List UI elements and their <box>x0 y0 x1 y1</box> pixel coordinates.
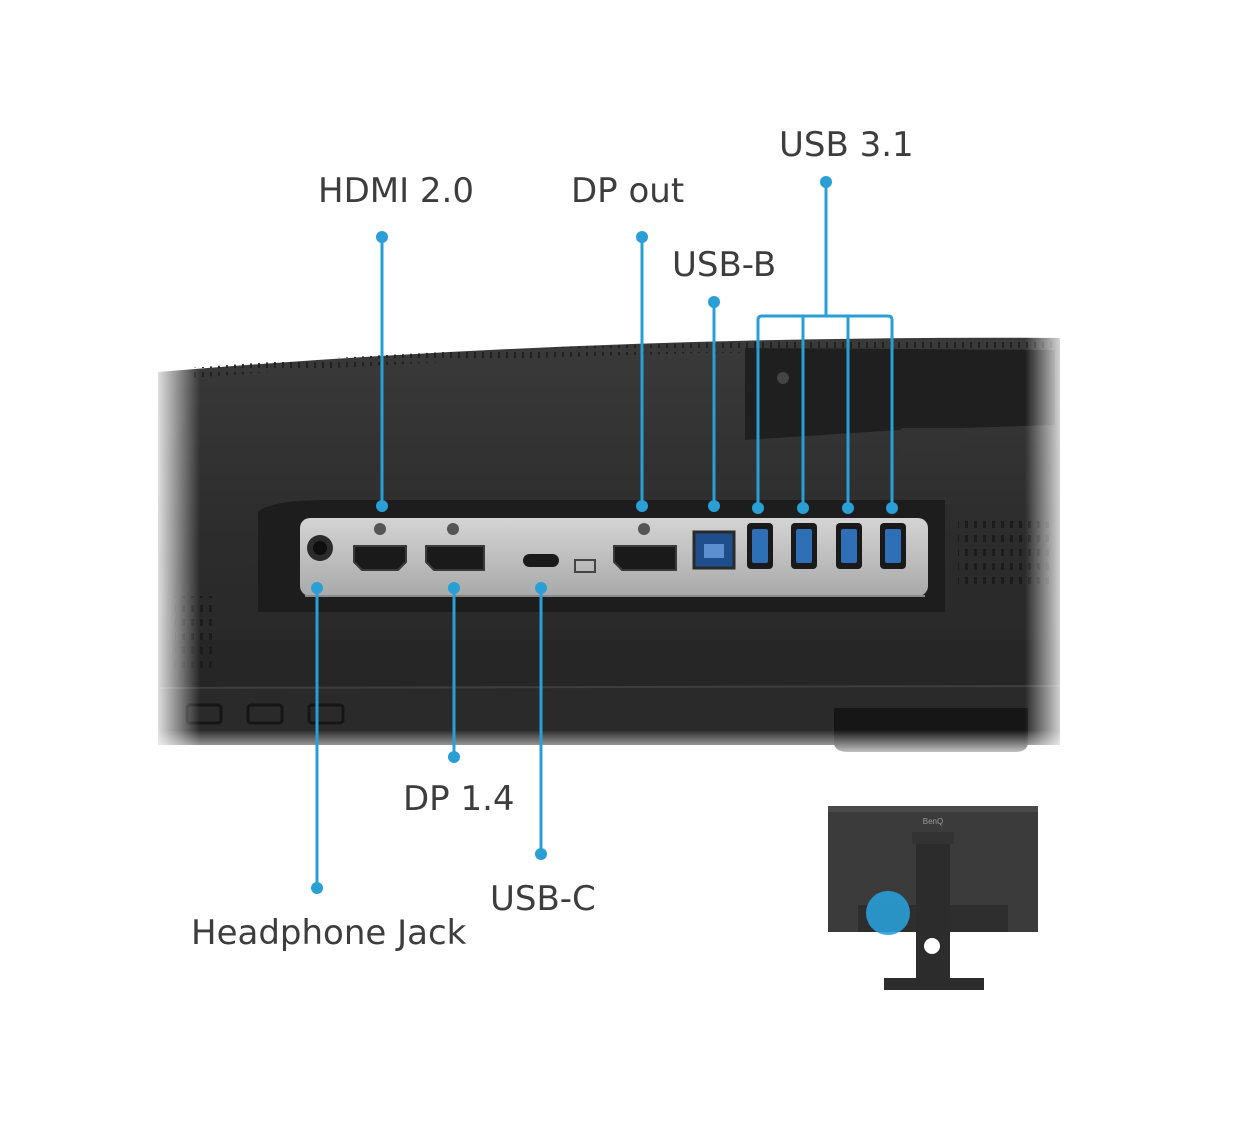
port-headphone-jack <box>307 535 333 561</box>
callout-dot <box>708 296 720 308</box>
callout-dot <box>311 582 323 594</box>
label-usb-c: USB-C <box>490 879 596 919</box>
callout-dot <box>708 500 720 512</box>
port-usb-31-3 <box>836 523 862 569</box>
callout-bracket-usb-31 <box>756 314 894 508</box>
callout-dot <box>448 751 460 763</box>
callout-dot <box>535 582 547 594</box>
callout-dot <box>636 500 648 512</box>
port-dp-14 <box>425 523 485 571</box>
callout-dot <box>820 176 832 188</box>
kensington-notch <box>574 559 596 573</box>
callout-dot <box>886 502 898 514</box>
port-location-highlight <box>866 891 910 935</box>
label-hdmi: HDMI 2.0 <box>318 171 474 211</box>
port-dp-out <box>613 523 677 571</box>
port-usb-31-2 <box>791 523 817 569</box>
port-usb-31-4 <box>880 523 906 569</box>
callout-dot <box>376 231 388 243</box>
label-headphone-jack: Headphone Jack <box>191 913 467 953</box>
port-hdmi <box>353 523 407 571</box>
port-usb-31-1 <box>747 523 773 569</box>
callout-dot <box>311 882 323 894</box>
label-dp-out: DP out <box>571 171 685 211</box>
callout-dot <box>448 582 460 594</box>
label-usb-b: USB-B <box>672 245 777 285</box>
monitor-rear-thumbnail: BenQ <box>828 806 1038 990</box>
callout-dot <box>636 231 648 243</box>
port-usb-c <box>523 554 559 567</box>
thumbnail-brand: BenQ <box>923 817 943 826</box>
callout-dot <box>376 500 388 512</box>
label-dp-14: DP 1.4 <box>403 779 515 819</box>
callout-dot <box>752 502 764 514</box>
callout-dot <box>797 502 809 514</box>
label-usb-31: USB 3.1 <box>779 125 914 165</box>
callout-dot <box>535 848 547 860</box>
port-usb-b <box>692 530 736 570</box>
callout-dot <box>842 502 854 514</box>
